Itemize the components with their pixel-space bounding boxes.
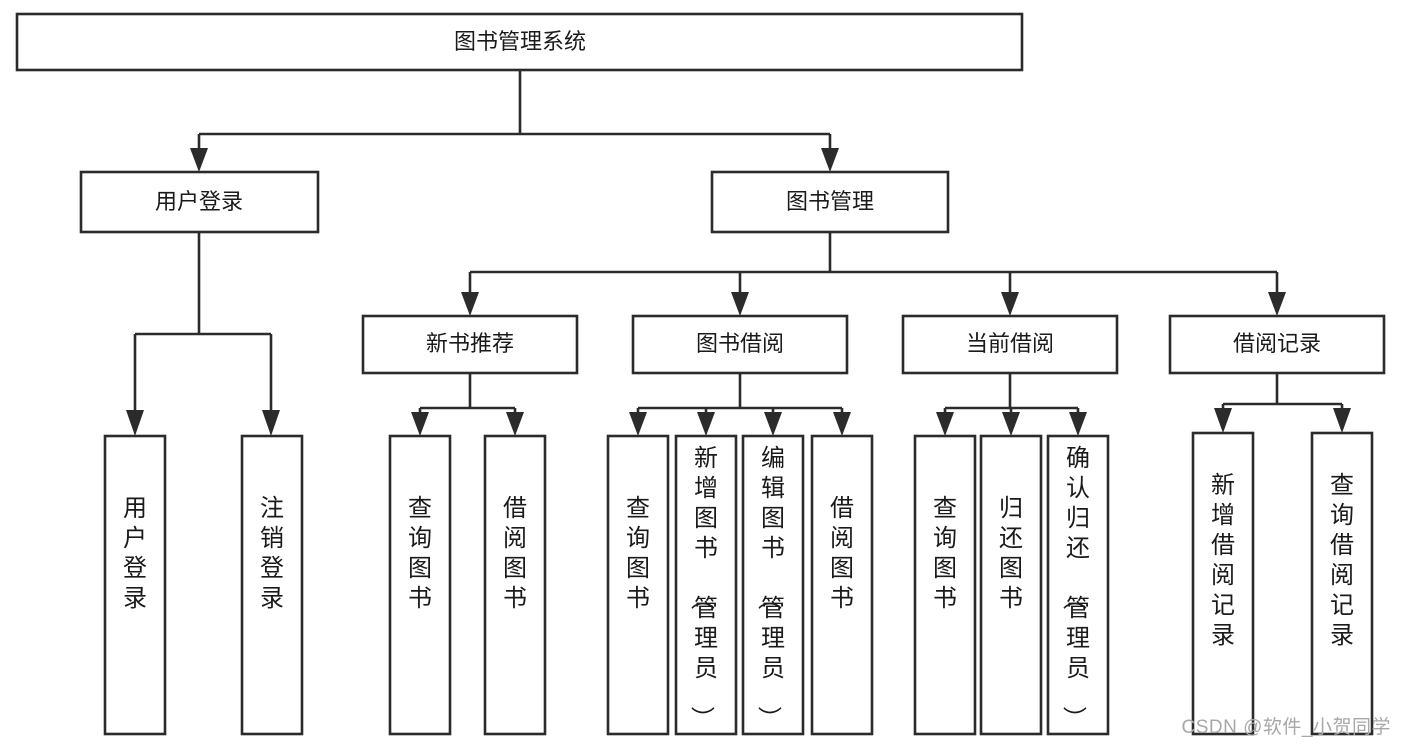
arrow-head-borrow-record [1268, 292, 1286, 316]
node-root[interactable]: 图书管理系统 [15, 12, 1024, 72]
node-leaf-query-book-3-box[interactable] [913, 434, 977, 736]
arrow-head-leaf-add-book [697, 412, 715, 436]
node-new-book-recommend-box[interactable] [361, 314, 579, 375]
node-root-box[interactable] [15, 12, 1024, 72]
node-user-login-label: 用户登录 [155, 189, 243, 214]
node-leaf-query-book-2-box[interactable] [606, 434, 670, 736]
node-leaf-confirm-return[interactable]: 确认归还（管理员） [1046, 434, 1110, 736]
node-leaf-add-book-label: 新增图书（管理员） [688, 445, 718, 730]
node-leaf-user-login[interactable]: 用户登录 [103, 434, 167, 736]
node-leaf-borrow-book-2-box[interactable] [810, 434, 874, 736]
node-root-label: 图书管理系统 [454, 29, 586, 54]
arrow-head-user-login [190, 148, 208, 172]
node-book-manage[interactable]: 图书管理 [710, 170, 950, 234]
node-borrow-record[interactable]: 借阅记录 [1168, 314, 1386, 375]
node-leaf-user-login-label: 用户登录 [123, 495, 147, 612]
arrow-head-leaf-add-record [1214, 408, 1232, 433]
node-book-borrow-box[interactable] [631, 314, 849, 375]
node-leaf-return-book-label: 归还图书 [999, 495, 1023, 612]
node-new-book-recommend[interactable]: 新书推荐 [361, 314, 579, 375]
node-leaf-edit-book[interactable]: 编辑图书（管理员） [741, 434, 805, 736]
node-borrow-record-box[interactable] [1168, 314, 1386, 375]
arrow-head-current-borrow [1001, 292, 1019, 316]
node-leaf-query-book-2-label: 查询图书 [626, 495, 650, 612]
arrow-head-book-manage [821, 148, 839, 172]
node-leaf-query-book-3-label: 查询图书 [933, 495, 957, 612]
node-leaf-query-book-3[interactable]: 查询图书 [913, 434, 977, 736]
node-book-borrow[interactable]: 图书借阅 [631, 314, 849, 375]
node-borrow-record-label: 借阅记录 [1233, 331, 1321, 356]
node-leaf-return-book-box[interactable] [979, 434, 1043, 736]
node-leaf-query-book-1-box[interactable] [388, 434, 452, 736]
node-leaf-confirm-return-label: 确认归还（管理员） [1060, 445, 1090, 730]
node-leaf-confirm-return-box[interactable] [1046, 434, 1110, 736]
arrow-head-leaf-return-book [1002, 412, 1020, 436]
arrow-head-leaf-user-login [126, 410, 144, 436]
arrow-head-leaf-query-book-2 [629, 412, 647, 436]
watermark-label: CSDN @软件_小贺同学 [1181, 717, 1391, 738]
node-leaf-logout-login-box[interactable] [240, 434, 304, 736]
arrow-head-book-borrow [731, 292, 749, 316]
arrow-head-leaf-confirm-return [1069, 412, 1087, 436]
node-new-book-recommend-label: 新书推荐 [426, 331, 514, 356]
node-leaf-borrow-book-2-label: 借阅图书 [830, 495, 854, 612]
node-leaf-edit-book-label: 编辑图书（管理员） [755, 445, 785, 730]
node-book-manage-box[interactable] [710, 170, 950, 234]
node-user-login-box[interactable] [79, 170, 320, 234]
node-leaf-borrow-book-1-label: 借阅图书 [503, 495, 527, 612]
arrow-head-leaf-edit-book [764, 412, 782, 436]
node-current-borrow-box[interactable] [901, 314, 1119, 375]
node-leaf-borrow-book-1-box[interactable] [483, 434, 547, 736]
node-leaf-add-record-box[interactable] [1191, 431, 1255, 736]
node-current-borrow[interactable]: 当前借阅 [901, 314, 1119, 375]
node-leaf-user-login-box[interactable] [103, 434, 167, 736]
arrow-head-leaf-borrow-book-1 [506, 412, 524, 436]
node-leaf-query-record-label: 查询借阅记录 [1330, 472, 1354, 649]
node-leaf-return-book[interactable]: 归还图书 [979, 434, 1043, 736]
node-current-borrow-label: 当前借阅 [966, 331, 1054, 356]
node-book-manage-label: 图书管理 [786, 189, 874, 214]
arrow-head-leaf-query-book-1 [411, 412, 429, 436]
node-leaf-query-book-2[interactable]: 查询图书 [606, 434, 670, 736]
node-leaf-query-book-1-label: 查询图书 [408, 495, 432, 612]
node-leaf-logout-login-label: 注销登录 [260, 495, 284, 612]
connector-layer [126, 70, 1351, 436]
arrow-head-leaf-query-record [1333, 408, 1351, 433]
node-leaf-query-record[interactable]: 查询借阅记录 [1310, 431, 1374, 736]
arrow-head-leaf-query-book-3 [936, 412, 954, 436]
node-leaf-add-record-label: 新增借阅记录 [1211, 472, 1235, 649]
arrow-head-leaf-logout-login [262, 410, 280, 436]
node-leaf-query-book-1[interactable]: 查询图书 [388, 434, 452, 736]
node-leaf-add-record[interactable]: 新增借阅记录 [1191, 431, 1255, 736]
node-leaf-borrow-book-2[interactable]: 借阅图书 [810, 434, 874, 736]
node-leaf-borrow-book-1[interactable]: 借阅图书 [483, 434, 547, 736]
node-leaf-add-book-box[interactable] [674, 434, 738, 736]
arrow-head-leaf-borrow-book-2 [833, 412, 851, 436]
node-user-login[interactable]: 用户登录 [79, 170, 320, 234]
node-leaf-logout-login[interactable]: 注销登录 [240, 434, 304, 736]
node-book-borrow-label: 图书借阅 [696, 331, 784, 356]
node-leaf-edit-book-box[interactable] [741, 434, 805, 736]
arrow-head-new-book-recommend [461, 292, 479, 316]
node-leaf-query-record-box[interactable] [1310, 431, 1374, 736]
node-leaf-add-book[interactable]: 新增图书（管理员） [674, 434, 738, 736]
